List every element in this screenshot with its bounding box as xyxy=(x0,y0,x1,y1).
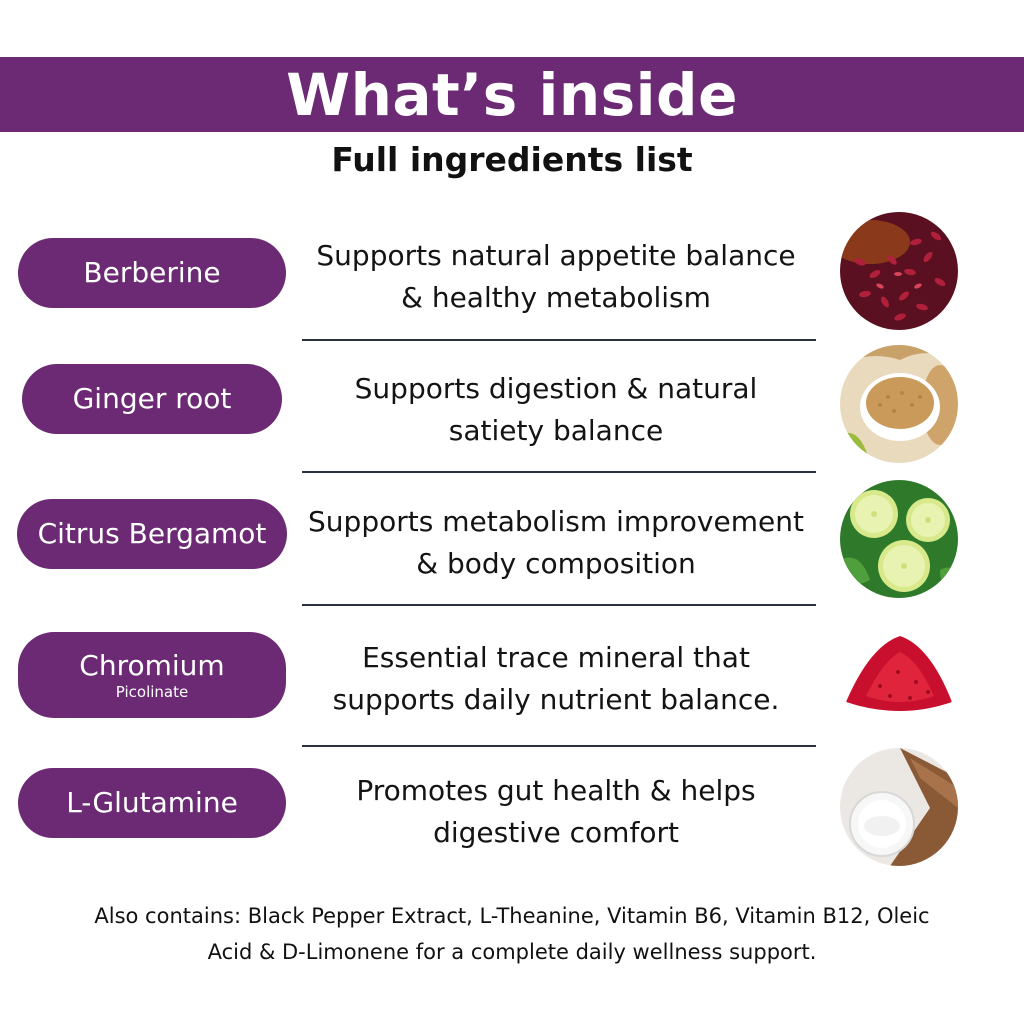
ingredient-name: Ginger root xyxy=(72,382,232,415)
footer-line-2: Acid & D-Limonene for a complete daily w… xyxy=(207,940,817,964)
ingredient-pill-chromium: Chromium Picolinate xyxy=(18,632,286,718)
header-banner: What’s inside xyxy=(0,57,1024,132)
row-divider xyxy=(302,745,816,747)
ingredient-pill-berberine: Berberine xyxy=(18,238,286,308)
description-line-1: Supports natural appetite balance xyxy=(316,239,796,272)
row-divider xyxy=(302,604,816,606)
ingredient-description: Essential trace mineral that supports da… xyxy=(296,637,816,721)
ingredient-subname: Picolinate xyxy=(115,682,189,701)
red-yeast-rice-image xyxy=(840,212,958,330)
description-line-2: & body composition xyxy=(416,547,696,580)
row-divider xyxy=(302,339,816,341)
ingredient-description: Supports natural appetite balance & heal… xyxy=(296,235,816,319)
row-divider xyxy=(302,471,816,473)
ingredient-row-berberine: Berberine Supports natural appetite bala… xyxy=(0,212,1024,332)
additional-ingredients-note: Also contains: Black Pepper Extract, L-T… xyxy=(40,898,984,970)
description-line-2: & healthy metabolism xyxy=(401,281,711,314)
ingredient-description: Supports digestion & natural satiety bal… xyxy=(296,368,816,452)
description-line-1: Promotes gut health & helps xyxy=(356,774,756,807)
ingredient-description: Supports metabolism improvement & body c… xyxy=(296,501,816,585)
white-powder-bowl-image xyxy=(840,748,958,866)
description-line-1: Essential trace mineral that xyxy=(362,641,750,674)
description-line-2: satiety balance xyxy=(448,414,664,447)
bergamot-slices-image xyxy=(840,480,958,598)
ingredient-pill-ginger-root: Ginger root xyxy=(22,364,282,434)
ginger-powder-image xyxy=(840,345,958,463)
description-line-1: Supports digestion & natural xyxy=(354,372,758,405)
page-title: What’s inside xyxy=(286,60,738,129)
ingredient-pill-l-glutamine: L-Glutamine xyxy=(18,768,286,838)
ingredient-pill-citrus-bergamot: Citrus Bergamot xyxy=(17,499,287,569)
ingredient-description: Promotes gut health & helps digestive co… xyxy=(296,770,816,854)
ingredient-name: Berberine xyxy=(83,256,221,289)
footer-line-1: Also contains: Black Pepper Extract, L-T… xyxy=(94,904,930,928)
ingredient-row-l-glutamine: L-Glutamine Promotes gut health & helps … xyxy=(0,748,1024,868)
description-line-2: supports daily nutrient balance. xyxy=(332,683,780,716)
page-subtitle: Full ingredients list xyxy=(331,140,693,179)
ingredient-name: L-Glutamine xyxy=(66,786,238,819)
ingredient-row-ginger-root: Ginger root Supports digestion & natural… xyxy=(0,345,1024,465)
red-powder-image xyxy=(840,616,958,734)
description-line-2: digestive comfort xyxy=(433,816,679,849)
ingredient-name: Citrus Bergamot xyxy=(37,517,267,550)
ingredient-row-chromium: Chromium Picolinate Essential trace mine… xyxy=(0,616,1024,736)
description-line-1: Supports metabolism improvement xyxy=(308,505,804,538)
ingredient-name: Chromium xyxy=(79,648,225,682)
ingredient-row-citrus-bergamot: Citrus Bergamot Supports metabolism impr… xyxy=(0,480,1024,600)
